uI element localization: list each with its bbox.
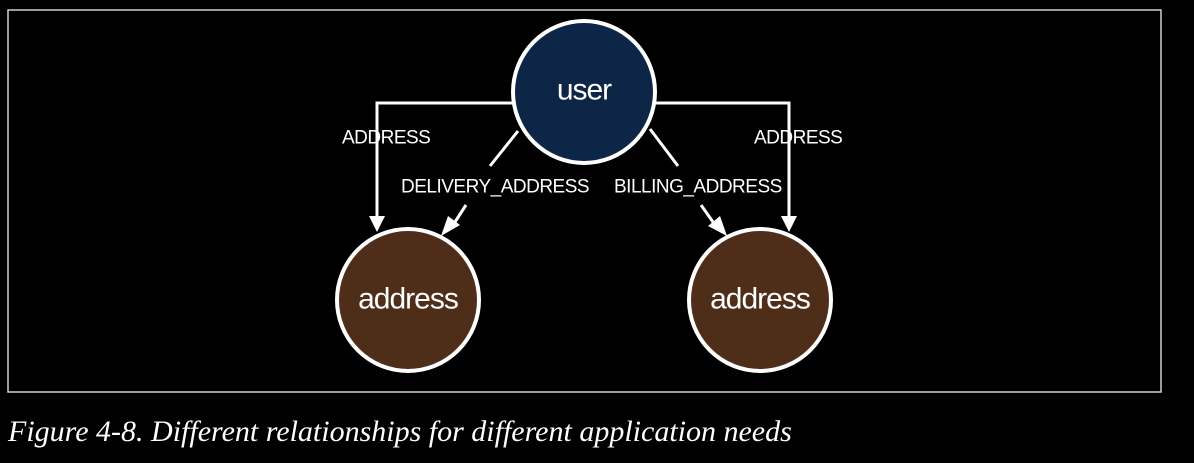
node-address-right-label: address — [710, 283, 810, 316]
node-address-left-label: address — [358, 283, 458, 316]
edge-address-right — [656, 101, 797, 232]
edge-delivery-address — [441, 130, 520, 236]
edge-address-left — [369, 101, 512, 232]
node-address-right: address — [687, 227, 833, 373]
edge-label-delivery-address: DELIVERY_ADDRESS — [401, 177, 589, 198]
edge-label-address-right: ADDRESS — [754, 128, 842, 149]
node-user-label: user — [557, 74, 612, 107]
edge-label-address-left: ADDRESS — [342, 128, 430, 149]
node-address-right-circle — [687, 227, 833, 373]
node-address-left: address — [335, 227, 481, 373]
node-user-circle — [511, 19, 657, 165]
edge-billing-address — [648, 128, 727, 236]
edge-label-billing-address: BILLING_ADDRESS — [614, 177, 782, 198]
figure-caption: Figure 4-8. Different relationships for … — [8, 415, 792, 448]
node-user: user — [511, 19, 657, 165]
node-address-left-circle — [335, 227, 481, 373]
